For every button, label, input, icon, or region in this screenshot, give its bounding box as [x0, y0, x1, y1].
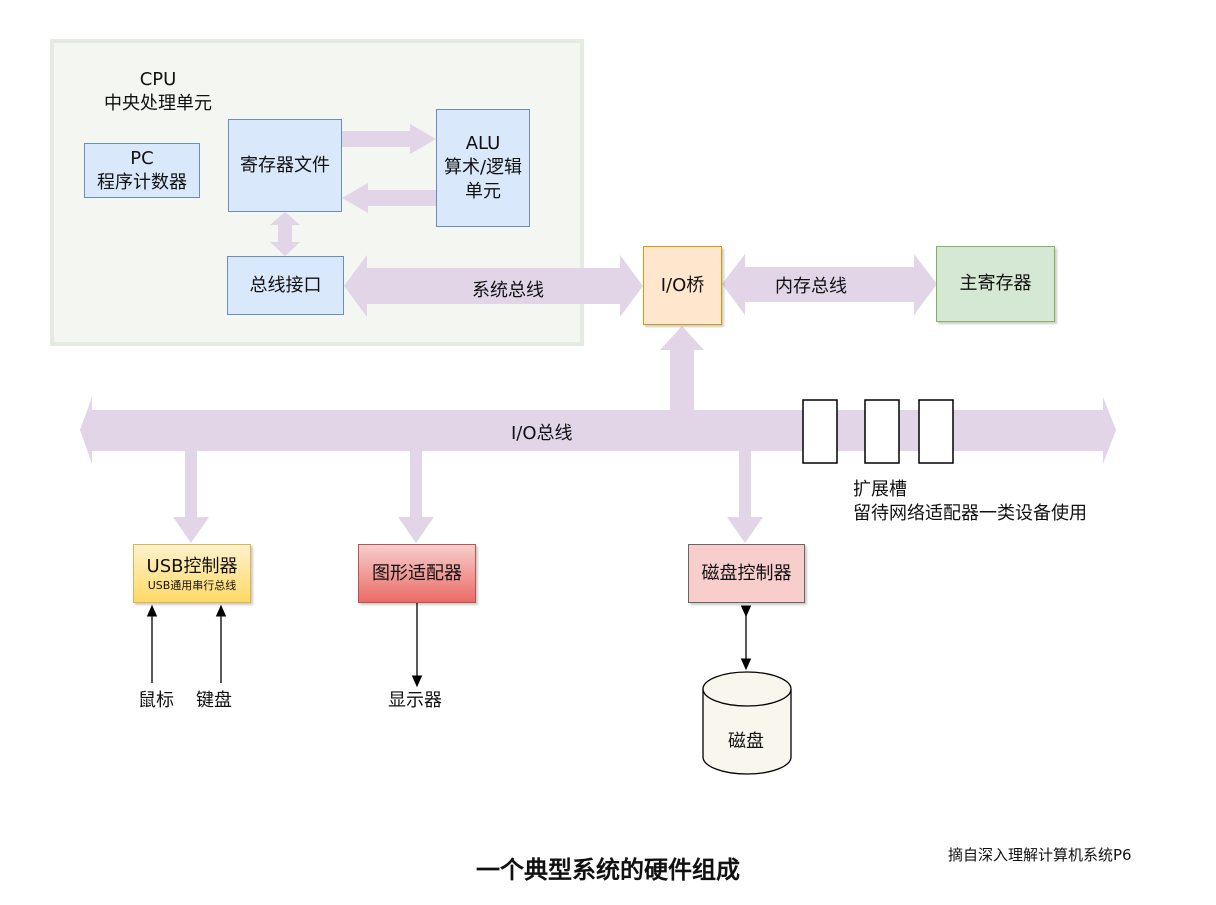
expansion-slot-1[interactable]: [802, 399, 838, 464]
cpu-title: CPU: [139, 69, 177, 90]
disk-label: 磁盘: [728, 731, 764, 752]
io-bridge-bus-arrow: [660, 326, 704, 410]
disk-controller-label: 磁盘控制器: [701, 562, 792, 584]
usb-controller-box[interactable]: USB控制器 USB通用串行总线: [133, 544, 251, 603]
alu-to-reg-arrow: [342, 183, 436, 213]
diagram-caption: 一个典型系统的硬件组成: [476, 856, 740, 884]
io-bridge-label: I/O桥: [660, 274, 705, 296]
io-bridge-box[interactable]: I/O桥: [643, 246, 722, 325]
usb-drop-arrow: [173, 451, 209, 543]
pc-sublabel: 程序计数器: [97, 171, 187, 193]
io-bus-label: I/O总线: [511, 423, 573, 444]
register-file-label: 寄存器文件: [240, 154, 330, 176]
reg-bus-interface-arrow: [270, 212, 300, 256]
memory-bus-label: 内存总线: [775, 276, 847, 297]
reg-to-alu-arrow: [342, 124, 436, 154]
graphics-drop-arrow: [398, 451, 434, 543]
disk-cylinder[interactable]: [702, 671, 792, 775]
expansion-slots-caption: 扩展槽 留待网络适配器一类设备使用: [853, 478, 1087, 526]
main-memory-box[interactable]: 主寄存器: [936, 246, 1055, 322]
usb-controller-sublabel: USB通用串行总线: [147, 578, 237, 592]
display-label: 显示器: [388, 690, 442, 711]
bus-interface-label: 总线接口: [249, 274, 322, 296]
pc-label: PC: [130, 147, 154, 169]
expansion-slot-3[interactable]: [918, 399, 954, 464]
system-bus-label: 系统总线: [472, 280, 544, 301]
main-memory-label: 主寄存器: [959, 273, 1032, 294]
cpu-subtitle: 中央处理单元: [104, 93, 212, 114]
alu-sublabel-2: 单元: [465, 181, 501, 202]
alu-sublabel-1: 算术/逻辑: [443, 157, 523, 178]
expansion-slots-note: 留待网络适配器一类设备使用: [853, 503, 1087, 524]
graphics-adapter-label: 图形适配器: [372, 562, 462, 584]
alu-box[interactable]: ALU 算术/逻辑 单元: [436, 109, 530, 227]
disk-controller-box[interactable]: 磁盘控制器: [688, 544, 805, 603]
expansion-slots-title: 扩展槽: [853, 479, 907, 500]
system-bus-arrow: [344, 255, 643, 317]
graphics-adapter-box[interactable]: 图形适配器: [358, 544, 476, 603]
cpu-title-block: CPU 中央处理单元: [70, 68, 246, 116]
alu-label: ALU: [465, 133, 501, 154]
mouse-label: 鼠标: [138, 690, 174, 711]
usb-controller-label: USB控制器: [146, 555, 238, 577]
register-file-box[interactable]: 寄存器文件: [228, 119, 342, 212]
expansion-slot-2[interactable]: [864, 399, 900, 464]
io-bus-arrow: [80, 397, 1116, 464]
bus-interface-box[interactable]: 总线接口: [227, 256, 344, 315]
memory-bus-arrow: [722, 254, 937, 315]
disk-drop-arrow: [727, 451, 763, 543]
source-note: 摘自深入理解计算机系统P6: [948, 846, 1132, 864]
pc-box[interactable]: PC 程序计数器: [84, 143, 200, 198]
keyboard-label: 键盘: [196, 690, 232, 711]
